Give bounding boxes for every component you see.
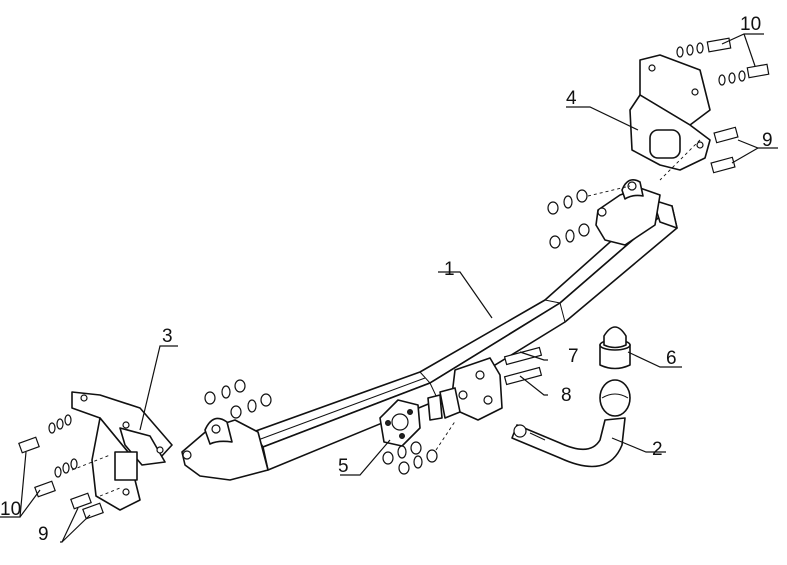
callout-6: 6	[666, 348, 677, 369]
callout-10-left: 10	[0, 499, 21, 520]
socket-plate	[379, 399, 421, 447]
callout-4: 4	[566, 88, 577, 109]
left-side-bracket	[71, 391, 173, 511]
left-fasteners	[18, 414, 121, 520]
beam-left-nuts	[204, 379, 272, 419]
callout-8: 8	[561, 385, 572, 406]
callout-1: 1	[444, 259, 455, 280]
callout-3: 3	[162, 326, 173, 347]
callout-7: 7	[568, 346, 579, 367]
leader-lines	[0, 33, 778, 543]
callout-10-right: 10	[740, 14, 761, 35]
beam-left-plate	[181, 417, 269, 481]
tow-ball-cap	[599, 326, 631, 370]
center-fasteners	[382, 346, 543, 475]
callout-9-left: 9	[38, 524, 49, 545]
callout-2: 2	[652, 439, 663, 460]
beam-right-plate	[595, 179, 661, 246]
callout-labels: 1 2 3 4 5 6 7 8 9 9 10 10	[0, 14, 773, 545]
right-side-bracket	[629, 54, 711, 171]
callout-9-right: 9	[762, 130, 773, 151]
tow-ball-neck	[511, 379, 631, 468]
right-fasteners	[659, 37, 770, 181]
beam-right-nuts	[547, 185, 631, 249]
callout-5: 5	[338, 456, 349, 477]
center-ball-bracket	[427, 357, 503, 421]
